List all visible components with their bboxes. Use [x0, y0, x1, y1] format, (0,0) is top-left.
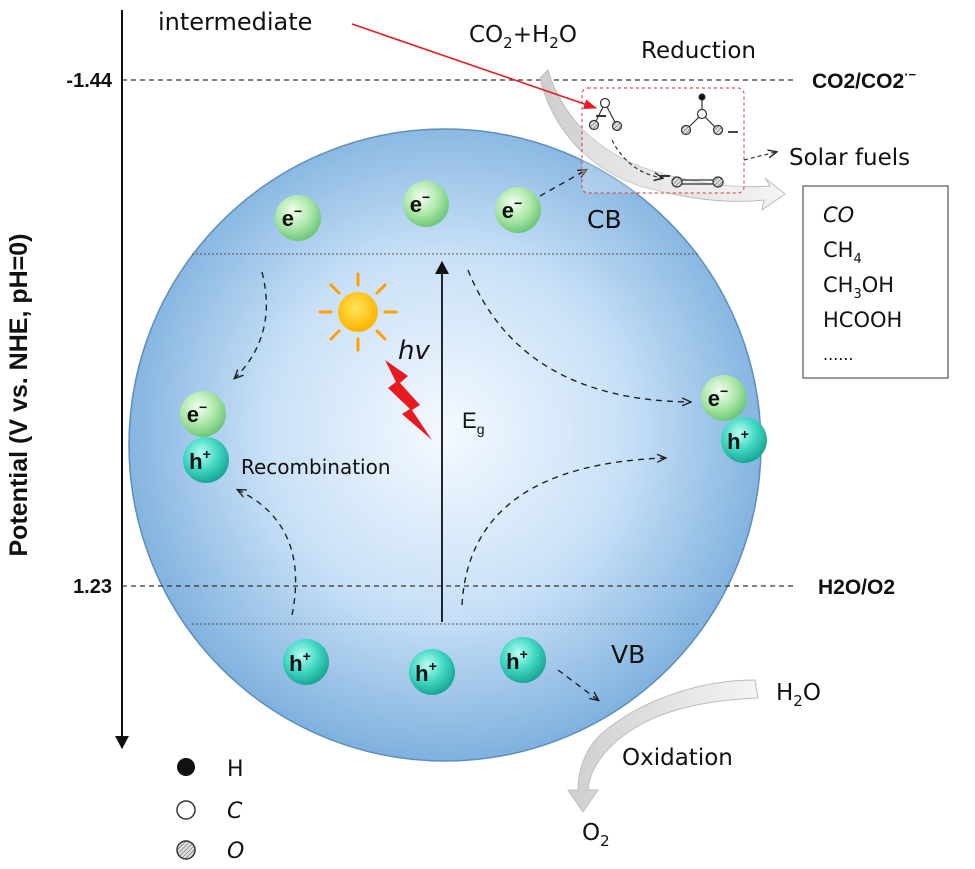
svg-text:h+: h+	[415, 658, 437, 686]
oxidation-label: Oxidation	[622, 745, 733, 771]
svg-text:e−: e−	[187, 399, 207, 427]
product-more: ......	[823, 345, 854, 364]
electron-cb-1: e−	[275, 195, 321, 241]
hole-vb-1: h+	[283, 639, 329, 685]
intermediate-to-fuels-arrow	[743, 152, 776, 161]
svg-text:h+: h+	[727, 426, 749, 454]
product-ch4: CH4	[823, 238, 862, 267]
co2-couple-label: CO2/CO2·−	[812, 67, 917, 93]
legend-h-atom-icon	[177, 758, 195, 776]
migrate-arrow-cb-right	[467, 269, 690, 402]
intermediate-path-arrow	[611, 139, 662, 178]
recombination-hole-right: h+	[721, 417, 767, 463]
hole-to-oxidation-arrow	[557, 669, 598, 700]
h2o-couple-label: H2O/O2	[818, 576, 895, 599]
svg-text:e−: e−	[502, 195, 522, 223]
intermediate-pointer-arrow	[351, 23, 597, 109]
o2-product-label: O2	[582, 820, 610, 850]
co2-h2o-reactant-label: CO2+H2O	[469, 22, 577, 52]
solar-fuels-label: Solar fuels	[789, 145, 910, 171]
oxidation-swoosh-arrow	[567, 679, 759, 813]
sun-icon	[318, 272, 398, 352]
product-hcooh: HCOOH	[823, 308, 902, 332]
light-bolt-icon	[385, 360, 432, 440]
tick-label-top: -1.44	[66, 70, 112, 92]
h2o-reactant-label: H2O	[776, 680, 821, 710]
svg-text:e−: e−	[410, 189, 430, 217]
legend-o-label: O	[227, 839, 244, 864]
legend-c-atom-icon	[176, 800, 196, 820]
tick-label-bottom: 1.23	[73, 576, 112, 598]
migrate-arrow-vb-right	[461, 458, 665, 606]
vb-label: VB	[611, 640, 645, 669]
svg-text:h+: h+	[189, 446, 211, 474]
band-gap-label: Eg	[462, 408, 484, 437]
electron-cb-3: e−	[495, 187, 541, 233]
electron-to-intermediate-arrow	[539, 170, 586, 197]
photon-label: hv	[398, 336, 430, 366]
legend: H C O	[176, 757, 244, 864]
axis-label: Potential (V vs. NHE, pH=0)	[5, 234, 33, 557]
hole-vb-3: h+	[500, 637, 546, 683]
recomb-arrow-vb-left	[238, 490, 297, 616]
intermediate-label: intermediate	[158, 8, 312, 36]
legend-c-label: C	[227, 799, 243, 824]
reduction-label: Reduction	[641, 38, 756, 64]
svg-text:h+: h+	[289, 648, 311, 676]
svg-text:h+: h+	[506, 646, 528, 674]
legend-o-atom-icon	[176, 840, 196, 860]
products-box	[802, 185, 949, 379]
recombination-label: Recombination	[241, 455, 391, 479]
product-co: CO	[823, 203, 854, 227]
legend-h-label: H	[227, 757, 244, 782]
product-ch3oh: CH3OH	[823, 273, 894, 302]
hole-vb-2: h+	[409, 649, 455, 695]
recombination-electron-right: e−	[701, 375, 747, 421]
recombination-electron-left: e−	[180, 391, 226, 437]
electron-cb-2: e−	[403, 181, 449, 227]
recombination-hole-left: h+	[183, 437, 229, 483]
recomb-arrow-cb-left	[235, 271, 268, 378]
cb-label: CB	[587, 205, 622, 234]
intermediate-molecule-2	[680, 93, 738, 136]
intermediate-molecule-1	[588, 97, 623, 132]
svg-text:e−: e−	[708, 383, 728, 411]
svg-text:e−: e−	[282, 203, 302, 231]
reduction-swoosh-arrow	[539, 69, 786, 212]
